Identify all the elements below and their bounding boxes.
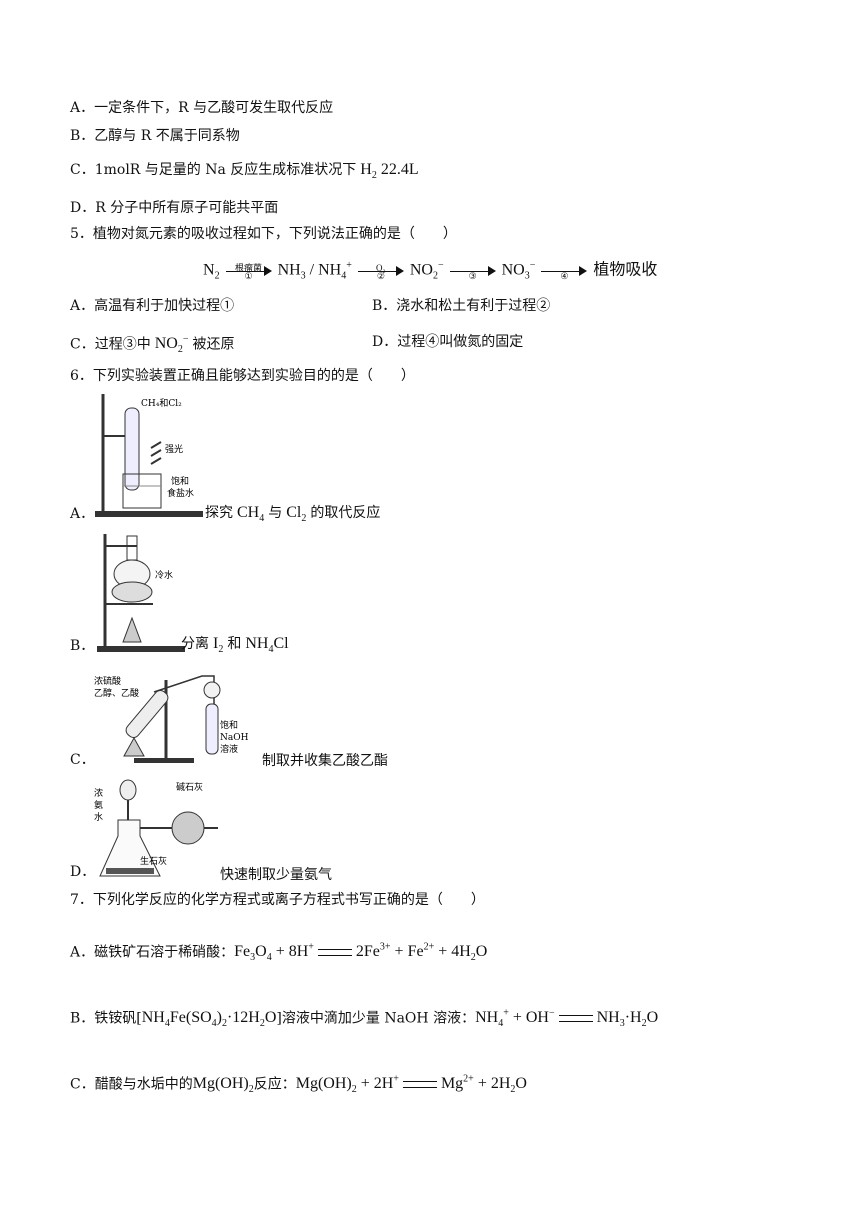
substitution-apparatus-image: CH₄和Cl₂ 强光 饱和 食盐水: [95, 394, 203, 517]
h2-formula: H2 22.4L: [356, 161, 419, 182]
ammonia-apparatus-image: 浓 氨 水 碱石灰 生石灰: [94, 779, 218, 877]
q6-option-c-label: C．: [70, 752, 95, 768]
q7-c-equation: Mg(OH)2 + 2H+Mg2+ + 2H2O: [295, 1074, 527, 1096]
reaction-arrow-4: ④: [541, 260, 588, 282]
q4-option-a: A．一定条件下，R 与乙酸可发生取代反应: [70, 100, 334, 116]
q5-option-d: D．过程④叫做氮的固定: [372, 334, 524, 350]
q7-b-formula: NH4Fe(SO4)2·12H2O: [141, 1009, 277, 1030]
svg-text:浓硫酸: 浓硫酸: [94, 675, 121, 687]
q6-option-b-label: B．: [70, 638, 95, 654]
svg-text:饱和: 饱和: [171, 475, 189, 487]
q6-option-d-caption: 快速制取少量氨气: [220, 867, 332, 883]
q6-option-a-caption: 探究 CH4 与 Cl2 的取代反应: [205, 504, 381, 525]
svg-text:水: 水: [94, 811, 103, 823]
svg-text:生石灰: 生石灰: [140, 855, 167, 867]
q7-option-b: B．铁铵矾[NH4Fe(SO4)2·12H2O]溶液中滴加少量 NaOH 溶液：…: [70, 1008, 659, 1030]
q7-stem: 7．下列化学反应的化学方程式或离子方程式书写正确的是（ ）: [70, 892, 485, 908]
reaction-arrow-3: ③: [449, 260, 496, 282]
q4-option-b: B．乙醇与 R 不属于同系物: [70, 128, 240, 144]
q6-option-d-label: D．: [70, 864, 96, 880]
q5-option-b: B．浇水和松土有利于过程②: [372, 298, 551, 314]
plant-absorb-text: 植物吸收: [593, 261, 658, 279]
ester-apparatus-image: 浓硫酸 乙醇、乙酸 饱和 NaOH 溶液: [94, 675, 249, 763]
svg-text:食盐水: 食盐水: [167, 487, 194, 499]
q6-option-a-label: A．: [70, 506, 95, 522]
svg-text:乙醇、乙酸: 乙醇、乙酸: [94, 687, 139, 699]
svg-text:饱和: 饱和: [220, 719, 238, 731]
q4-option-d: D．R 分子中所有原子可能共平面: [70, 200, 279, 216]
q4-option-c: C．1molR 与足量的 Na 反应生成标准状况下 H2 22.4L: [70, 160, 419, 186]
q4-option-c-text: C．1molR 与足量的 Na 反应生成标准状况下: [70, 162, 357, 178]
q7-option-c: C．醋酸与水垢中的Mg(OH)2反应：Mg(OH)2 + 2H+Mg2+ + 2…: [70, 1074, 527, 1096]
svg-text:CH₄和Cl₂: CH₄和Cl₂: [141, 398, 182, 409]
svg-text:溶液: 溶液: [220, 743, 238, 755]
svg-text:浓: 浓: [94, 788, 103, 799]
q6-option-b-caption: 分离 I2 和 NH4Cl: [181, 635, 289, 656]
q6-stem: 6．下列实验装置正确且能够达到实验目的的是（ ）: [70, 368, 415, 384]
sublimation-apparatus-image: 冷水: [97, 534, 185, 652]
q7-a-equation: Fe3O4 + 8H+2Fe3+ + Fe2+ + 4H2O: [234, 942, 488, 964]
q5-option-a: A．高温有利于加快过程①: [70, 298, 235, 314]
q5-stem: 5．植物对氮元素的吸收过程如下，下列说法正确的是（ ）: [70, 226, 457, 242]
svg-text:强光: 强光: [165, 443, 183, 455]
no2-formula: NO2−: [150, 334, 189, 356]
q5-option-c: C．过程③中 NO2− 被还原: [70, 334, 235, 356]
q6-option-c-caption: 制取并收集乙酸乙酯: [262, 753, 388, 769]
q7-c-formula: Mg(OH)2: [192, 1075, 254, 1096]
svg-text:冷水: 冷水: [155, 569, 173, 581]
svg-text:NaOH: NaOH: [220, 733, 249, 743]
q7-option-a: A．磁铁矿石溶于稀硝酸：Fe3O4 + 8H+2Fe3+ + Fe2+ + 4H…: [70, 942, 488, 964]
svg-text:碱石灰: 碱石灰: [176, 781, 203, 793]
q7-b-equation: NH4+ + OH−NH3·H2O: [475, 1008, 659, 1030]
svg-text:氨: 氨: [94, 799, 103, 811]
